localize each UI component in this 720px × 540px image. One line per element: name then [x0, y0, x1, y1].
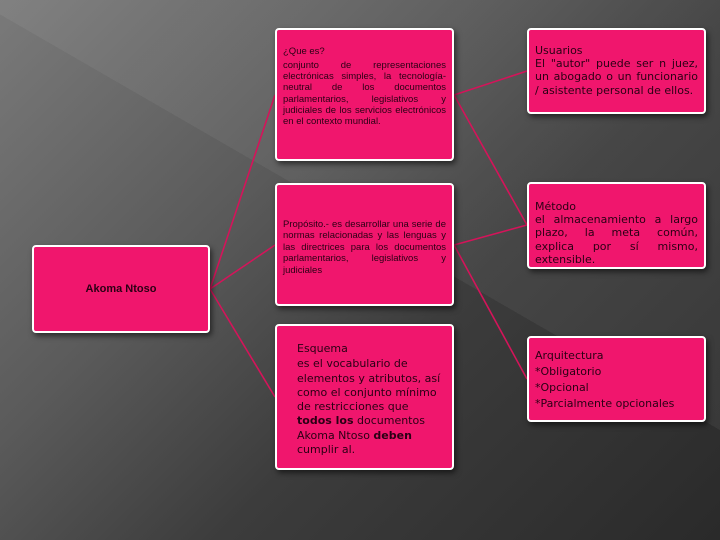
esquema-text-3: cumplir al.	[297, 443, 356, 457]
node-metodo-body: el almacenamiento a largo plazo, la meta…	[535, 213, 698, 266]
node-usuarios-body: El "autor" puede ser n juez, un abogado …	[535, 57, 698, 97]
connector-root-que-es	[209, 94, 276, 290]
node-proposito-body: Propósito.- es desarrollar una serie de …	[283, 219, 446, 276]
node-esquema-title: Esquema	[297, 342, 348, 355]
connector-que-es-usuarios	[453, 70, 528, 96]
connector-que-es-metodo	[453, 94, 528, 226]
root-node-akoma-ntoso: Akoma Ntoso	[32, 245, 210, 333]
node-arquitectura: Arquitectura *Obligatorio *Opcional *Par…	[527, 336, 706, 422]
root-node-label: Akoma Ntoso	[85, 283, 157, 295]
node-arquitectura-title: Arquitectura	[535, 349, 604, 362]
node-usuarios: Usuarios El "autor" puede ser n juez, un…	[527, 28, 706, 114]
node-esquema-body: es el vocabulario de elementos y atribut…	[297, 357, 442, 457]
node-que-es: ¿Que es? conjunto de representaciones el…	[275, 28, 454, 161]
node-metodo: Método el almacenamiento a largo plazo, …	[527, 182, 706, 269]
node-esquema: Esquema es el vocabulario de elementos y…	[275, 324, 454, 470]
connector-proposito-metodo	[453, 224, 528, 246]
node-proposito: Propósito.- es desarrollar una serie de …	[275, 183, 454, 306]
node-que-es-body: conjunto de representaciones electrónica…	[283, 60, 446, 128]
node-que-es-title: ¿Que es?	[283, 46, 325, 57]
esquema-text-1: es el vocabulario de elementos y atribut…	[297, 357, 441, 414]
arquitectura-item: *Obligatorio	[535, 364, 602, 378]
esquema-bold-1: todos los	[297, 414, 354, 428]
node-metodo-title: Método	[535, 200, 577, 213]
connector-proposito-arquitectura	[453, 244, 528, 380]
node-usuarios-title: Usuarios	[535, 44, 583, 57]
esquema-bold-2: deben	[373, 428, 412, 442]
connector-root-proposito	[209, 244, 276, 290]
arquitectura-item: *Parcialmente opcionales	[535, 396, 675, 410]
esquema-text-2: documentos Akoma Ntoso	[297, 414, 425, 442]
connector-root-esquema	[209, 288, 276, 398]
arquitectura-item: *Opcional	[535, 380, 589, 394]
